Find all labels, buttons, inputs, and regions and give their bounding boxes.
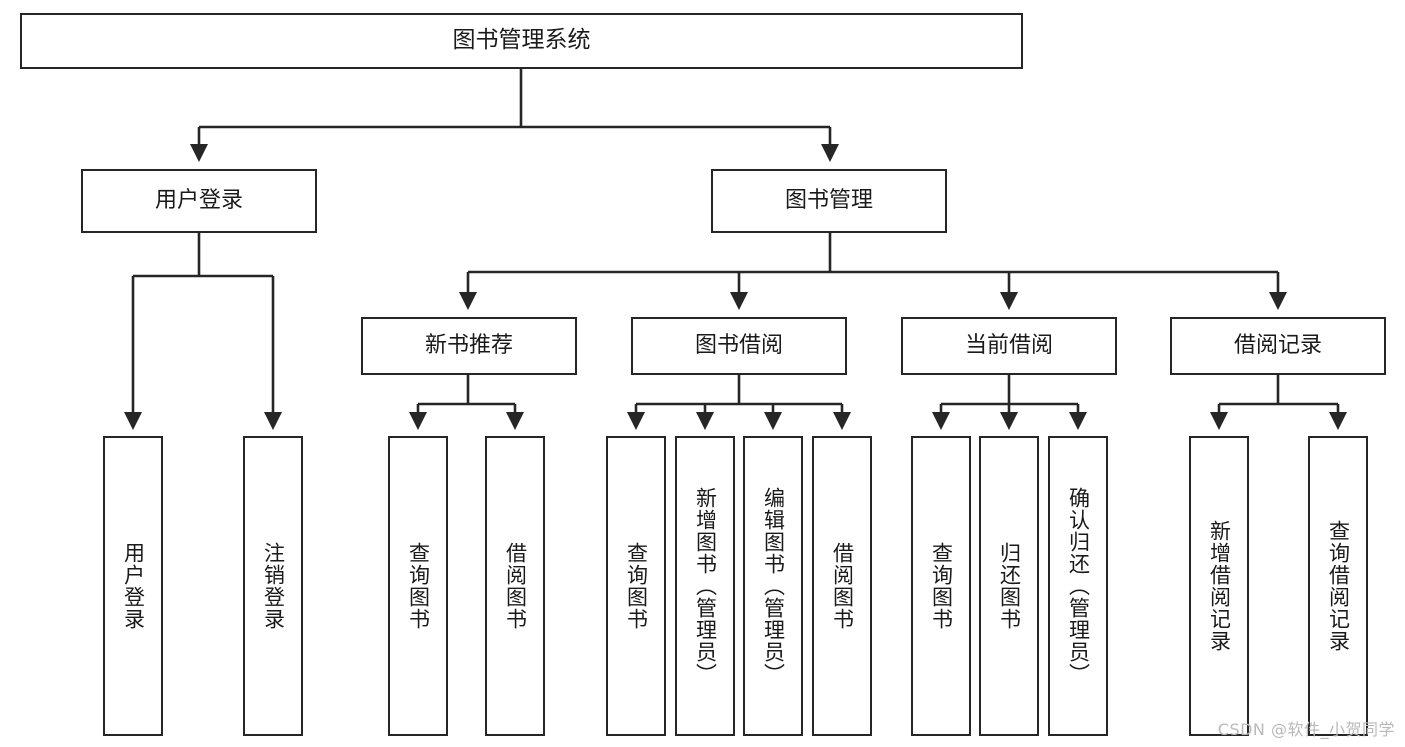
node-current-borrow[interactable]: 当前借阅 bbox=[901, 317, 1117, 375]
leaf-record-query-record[interactable]: 查询借阅记录 bbox=[1308, 436, 1368, 736]
leaf-record-add-record[interactable]: 新增借阅记录 bbox=[1189, 436, 1249, 736]
node-root[interactable]: 图书管理系统 bbox=[20, 13, 1023, 69]
leaf-borrow-borrow-book[interactable]: 借阅图书 bbox=[812, 436, 872, 736]
leaf-borrow-add-book-admin[interactable]: 新增图书（管理员） bbox=[675, 436, 735, 736]
node-new-book-recommend[interactable]: 新书推荐 bbox=[361, 317, 577, 375]
leaf-borrow-edit-book-admin[interactable]: 编辑图书（管理员） bbox=[743, 436, 803, 736]
node-book-borrow[interactable]: 图书借阅 bbox=[631, 317, 847, 375]
leaf-current-query-book[interactable]: 查询图书 bbox=[911, 436, 971, 736]
leaf-borrow-query-book[interactable]: 查询图书 bbox=[606, 436, 666, 736]
leaf-user-login[interactable]: 用户登录 bbox=[103, 436, 163, 736]
leaf-current-confirm-return-admin[interactable]: 确认归还（管理员） bbox=[1048, 436, 1108, 736]
node-user-login[interactable]: 用户登录 bbox=[81, 169, 317, 233]
leaf-current-return-book[interactable]: 归还图书 bbox=[979, 436, 1039, 736]
leaf-recommend-borrow-book[interactable]: 借阅图书 bbox=[485, 436, 545, 736]
node-book-manage[interactable]: 图书管理 bbox=[711, 169, 947, 233]
leaf-recommend-query-book[interactable]: 查询图书 bbox=[388, 436, 448, 736]
node-borrow-record[interactable]: 借阅记录 bbox=[1170, 317, 1386, 375]
leaf-logout-login[interactable]: 注销登录 bbox=[243, 436, 303, 736]
